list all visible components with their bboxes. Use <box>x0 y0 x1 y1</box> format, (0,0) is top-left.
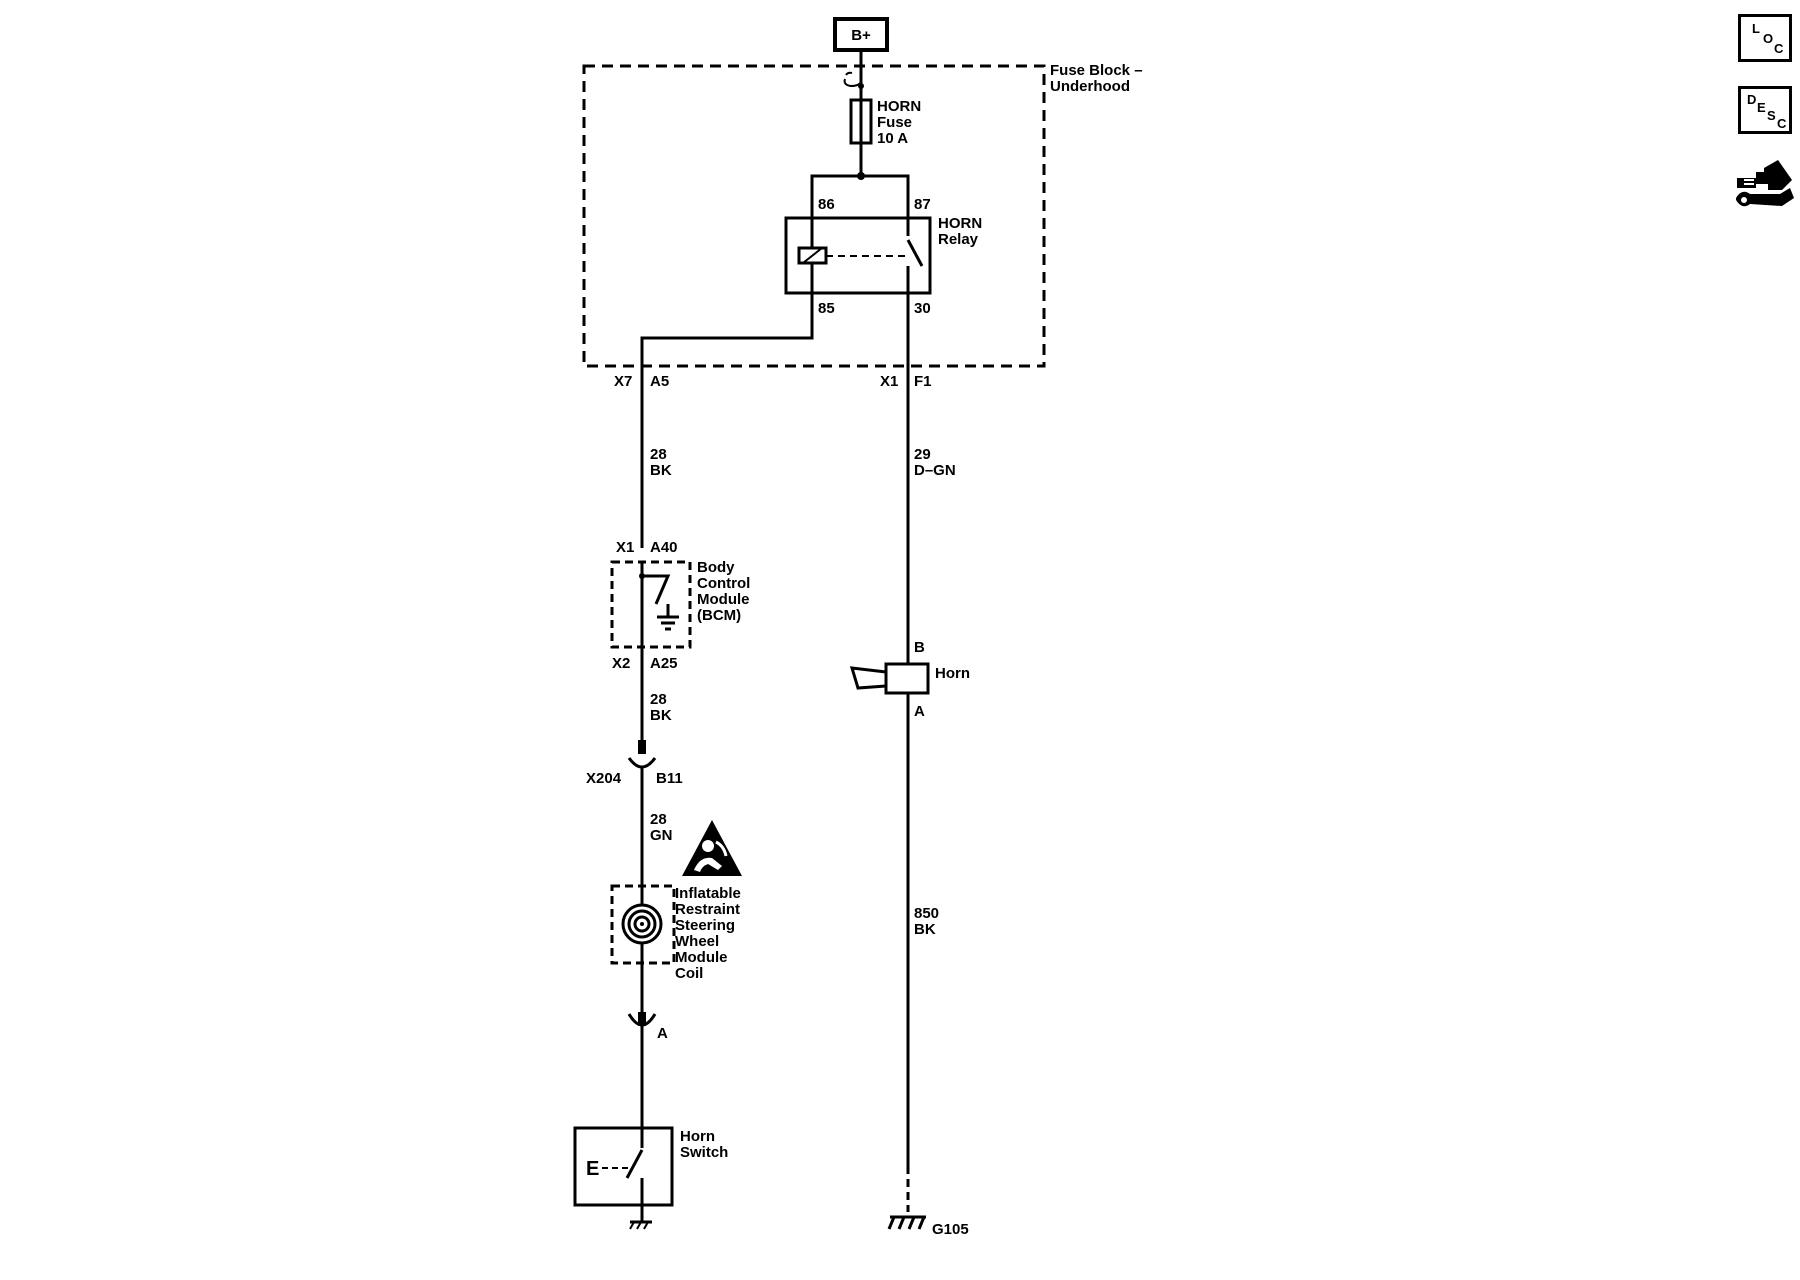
horn-pin-b: B <box>914 639 925 656</box>
fb-left-pin: A5 <box>650 373 669 390</box>
horn-switch: E <box>573 1126 674 1222</box>
coil-label-5: Module <box>675 949 728 966</box>
fb-right-pin: F1 <box>914 373 932 390</box>
coil-label-3: Steering <box>675 917 735 934</box>
relay-pin-85: 85 <box>818 300 835 317</box>
bcm-bottom-pin: A25 <box>650 655 678 672</box>
loc-letter-c: C <box>1774 41 1784 56</box>
wire-1-color: BK <box>650 462 672 479</box>
fuse-block-title-2: Underhood <box>1050 78 1130 95</box>
loc-letter-o: O <box>1763 31 1774 46</box>
wire-5-color: BK <box>914 921 936 938</box>
wire-3-color: BK <box>650 707 672 724</box>
fuse-rating: 10 A <box>877 130 908 147</box>
coil-label-4: Wheel <box>675 933 719 950</box>
loc-letter-l: L <box>1752 21 1760 36</box>
description-button[interactable]: D E S C <box>1738 86 1792 134</box>
horn-icon <box>849 662 930 695</box>
chassis-ground-icon <box>629 1220 652 1230</box>
x204-connector-icon <box>627 740 657 769</box>
desc-letter-e: E <box>1757 100 1766 115</box>
location-button[interactable]: L O C <box>1738 14 1792 62</box>
wire-4-color: GN <box>650 827 673 844</box>
wire-4-circuit: 28 <box>650 811 667 828</box>
battery-positive-source: B+ <box>833 17 889 52</box>
bcm-top-connector: X1 <box>616 539 634 556</box>
b-plus-label: B+ <box>851 27 871 44</box>
fb-right-connector: X1 <box>880 373 898 390</box>
bcm-top-pin: A40 <box>650 539 678 556</box>
desc-letter-s: S <box>1767 108 1776 123</box>
bcm-label-3: Module <box>697 591 750 608</box>
coil-label-2: Restraint <box>675 901 740 918</box>
x204-pin: B11 <box>656 770 683 787</box>
switch-connector-pin: A <box>657 1025 668 1042</box>
relay-pin-30: 30 <box>914 300 931 317</box>
clockspring-coil-icon <box>621 903 663 945</box>
fb-left-connector: X7 <box>614 373 632 390</box>
relay-pin-87: 87 <box>914 196 931 213</box>
wire-3-circuit: 28 <box>650 691 667 708</box>
switch-connector-icon <box>627 1012 657 1027</box>
horn-pin-a: A <box>914 703 925 720</box>
ground-label: G105 <box>932 1221 969 1238</box>
fuse-type: Fuse <box>877 114 912 131</box>
fuse-name: HORN <box>877 98 921 115</box>
horn-relay <box>784 216 932 295</box>
bcm-enclosure <box>610 560 692 649</box>
horn-label: Horn <box>935 665 970 682</box>
coil-label-1: Inflatable <box>675 885 741 902</box>
fuse-block-title-1: Fuse Block – <box>1050 62 1143 79</box>
wrench-connector-icon[interactable] <box>1734 154 1796 218</box>
bcm-label-2: Control <box>697 575 750 592</box>
fuse-block-enclosure <box>582 64 1046 368</box>
horn-switch-glyph: E <box>586 1158 599 1180</box>
relay-pin-86: 86 <box>818 196 835 213</box>
x204-connector: X204 <box>586 770 622 787</box>
bcm-bottom-connector: X2 <box>612 655 630 672</box>
desc-letter-c: C <box>1777 116 1787 131</box>
horn-switch-contact-icon <box>625 1149 644 1179</box>
wire-1-circuit: 28 <box>650 446 667 463</box>
relay-name: HORN <box>938 215 982 232</box>
desc-letter-d: D <box>1747 92 1757 107</box>
wire-2-circuit: 29 <box>914 446 931 463</box>
airbag-warning-icon <box>682 820 742 876</box>
coil-label-6: Coil <box>675 965 703 982</box>
bcm-label-1: Body <box>697 559 735 576</box>
wrench-connector-graphic <box>1736 160 1794 207</box>
wire-2-color: D–GN <box>914 462 956 479</box>
horn-switch-label-2: Switch <box>680 1144 728 1161</box>
horn-switch-label-1: Horn <box>680 1128 715 1145</box>
bcm-switch-icon <box>639 562 679 631</box>
relay-contact-icon <box>906 239 924 267</box>
ground-g105-icon <box>887 1215 926 1230</box>
wire-5-circuit: 850 <box>914 905 939 922</box>
relay-type: Relay <box>938 231 979 248</box>
bcm-label-4: (BCM) <box>697 607 741 624</box>
